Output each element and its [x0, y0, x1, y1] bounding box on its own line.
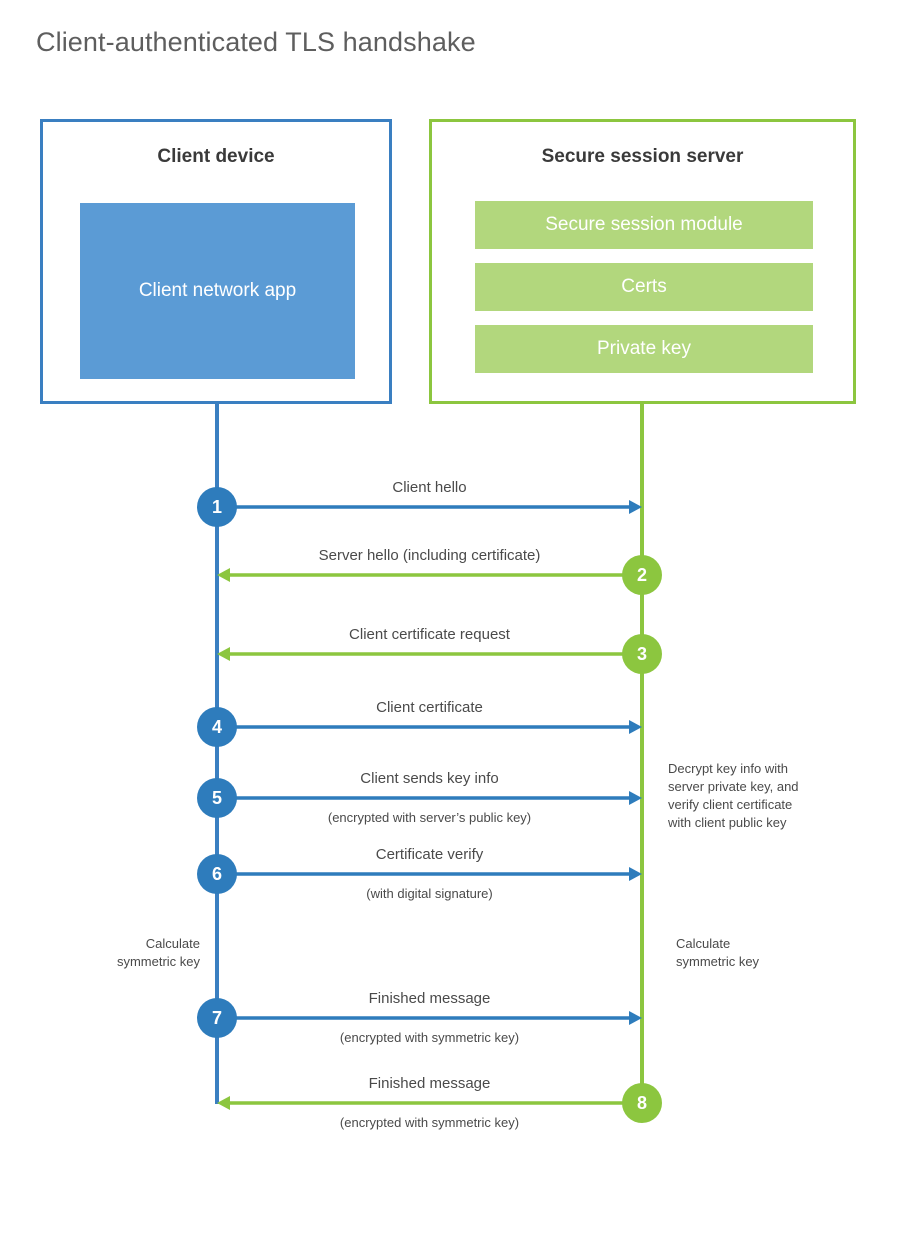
note-line: symmetric key [116, 954, 200, 969]
message-label-7: Finished message [368, 990, 491, 1007]
note-client-calculate-symmetric-key: Calculate symmetric key [80, 935, 200, 971]
step-marker-1[interactable]: 1 [197, 487, 237, 527]
message-label-1: Client hello [392, 479, 467, 496]
client-network-app-block: Client network app [80, 203, 355, 379]
note-line: Calculate [676, 936, 731, 951]
message-sublabel-5: (encrypted with server’s public key) [327, 810, 532, 825]
note-line: with client public key [668, 815, 787, 830]
page-title: Client-authenticated TLS handshake [36, 27, 476, 57]
message-sublabel-6: (with digital signature) [366, 886, 493, 901]
message-sublabel-8: (encrypted with symmetric key) [339, 1115, 520, 1130]
participant-title-server: Secure session server [541, 146, 744, 167]
message-sublabel-7: (encrypted with symmetric key) [339, 1030, 520, 1045]
message-label-8: Finished message [368, 1075, 491, 1092]
note-server-decrypt: Decrypt key info with server private key,… [668, 760, 838, 832]
server-component-secure-session-module: Secure session module [475, 201, 813, 249]
step-marker-7[interactable]: 7 [197, 998, 237, 1038]
participant-box-server: Secure session server Secure session mod… [429, 119, 856, 404]
server-component-private-key: Private key [475, 325, 813, 373]
note-line: server private key, and [668, 779, 799, 794]
note-line: Calculate [145, 936, 200, 951]
step-marker-6[interactable]: 6 [197, 854, 237, 894]
server-component-certs: Certs [475, 263, 813, 311]
step-marker-8[interactable]: 8 [622, 1083, 662, 1123]
step-marker-4[interactable]: 4 [197, 707, 237, 747]
participant-box-client: Client device Client network app [40, 119, 392, 404]
lifeline-server [640, 404, 644, 1104]
message-label-3: Client certificate request [349, 626, 510, 643]
message-label-5: Client sends key info [360, 770, 499, 787]
message-label-2: Server hello (including certificate) [318, 547, 541, 564]
message-label-4: Client certificate [376, 699, 483, 716]
note-line: Decrypt key info with [668, 761, 788, 776]
message-label-6: Certificate verify [375, 846, 484, 863]
note-line: verify client certificate [668, 797, 793, 812]
participant-title-client: Client device [157, 146, 275, 167]
note-line: symmetric key [676, 954, 760, 969]
step-marker-3[interactable]: 3 [622, 634, 662, 674]
note-server-calculate-symmetric-key: Calculate symmetric key [676, 935, 816, 971]
step-marker-5[interactable]: 5 [197, 778, 237, 818]
lifeline-client [215, 404, 219, 1104]
step-marker-2[interactable]: 2 [622, 555, 662, 595]
